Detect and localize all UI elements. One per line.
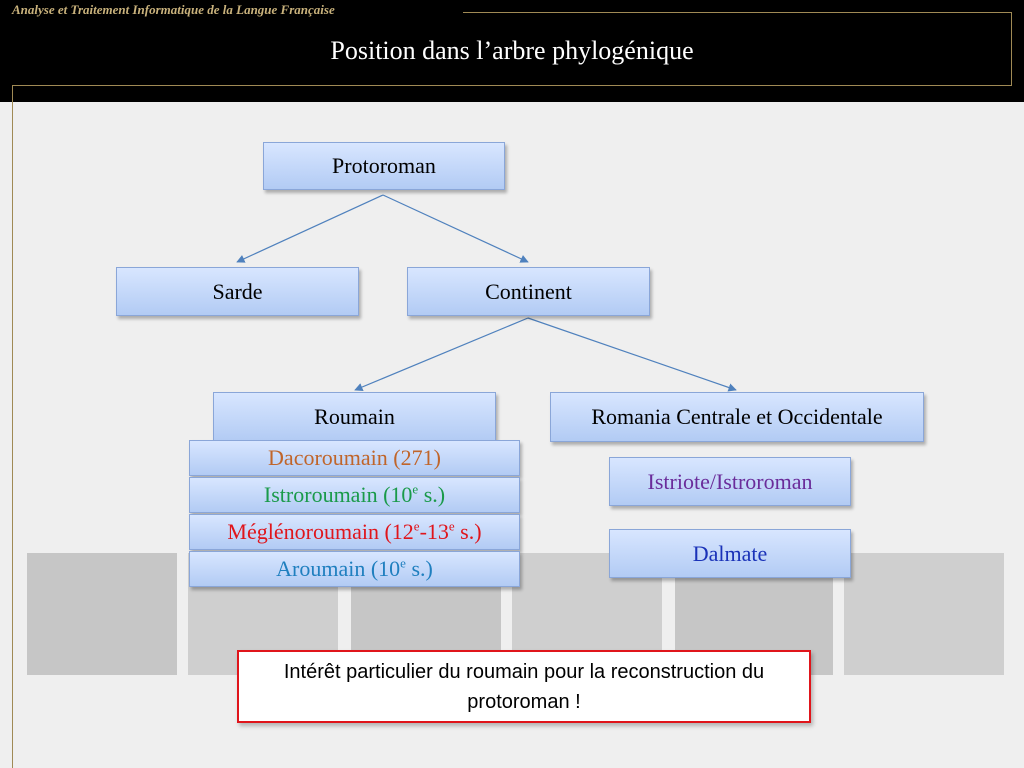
node-label: Sarde [212,278,263,304]
node-label: Continent [485,278,572,304]
node-protoroman: Protoroman [263,142,505,190]
node-label: Romania Centrale et Occidentale [591,404,883,429]
node-dacoroumain: Dacoroumain (271) [189,440,520,476]
node-label: Dacoroumain (271) [268,445,441,470]
background-tile [844,553,1004,675]
node-dalmate: Dalmate [609,529,851,578]
node-label: Istriote/Istroroman [647,468,813,494]
edge-protoroman-continent [382,194,529,263]
header-rule-top [463,12,1012,13]
edge-continent-romania [527,317,737,392]
node-istroroumain: Istroroumain (10e s.) [189,477,520,513]
slide-subtitle: Analyse et Traitement Informatique de la… [12,2,335,17]
node-meglenoroumain: Méglénoroumain (12e-13e s.) [189,514,520,550]
node-label: Istroroumain (10e s.) [263,481,446,507]
callout-box: Intérêt particulier du roumain pour la r… [237,650,811,723]
edge-protoroman-sarde [236,194,384,263]
node-istriote-istroroman: Istriote/Istroroman [609,457,851,506]
header-rule-bottom [12,85,1012,86]
node-label: Protoroman [332,153,436,178]
left-rule [12,85,13,768]
node-continent: Continent [407,267,650,316]
node-label: Dalmate [692,540,768,566]
header-rule-right [1011,12,1012,86]
node-label: Aroumain (10e s.) [276,555,433,581]
node-romania-centrale-occidentale: Romania Centrale et Occidentale [550,392,924,442]
background-tile [27,553,177,675]
slide-title: Position dans l’arbre phylogénique [330,36,694,65]
node-label: Méglénoroumain (12e-13e s.) [227,518,482,544]
node-aroumain: Aroumain (10e s.) [189,551,520,587]
callout-text: Intérêt particulier du roumain pour la r… [283,660,765,713]
node-sarde: Sarde [116,267,359,316]
node-roumain: Roumain [213,392,496,442]
node-label: Roumain [314,404,395,429]
edge-continent-roumain [354,317,529,391]
